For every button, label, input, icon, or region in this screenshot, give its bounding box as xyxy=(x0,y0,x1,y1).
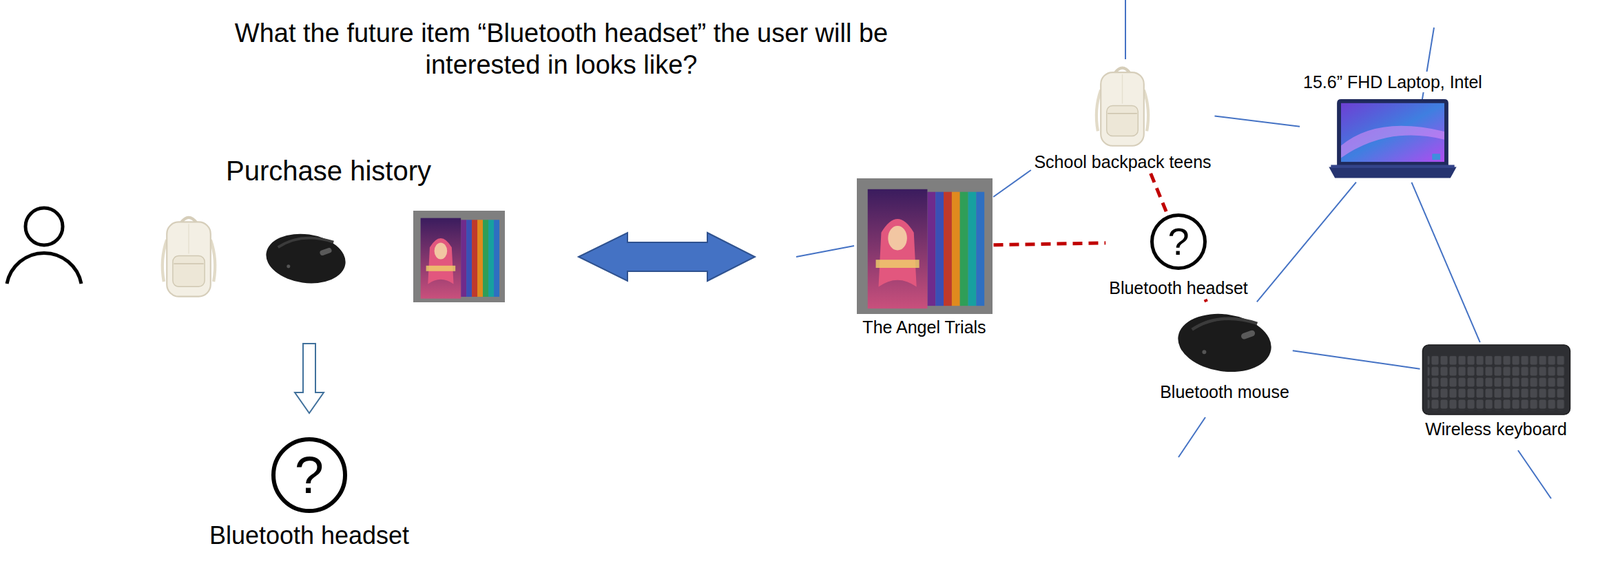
graph-link xyxy=(1292,350,1421,369)
double-arrow xyxy=(578,232,755,282)
predicted-link xyxy=(1150,173,1167,212)
unknown-item-node: ? Bluetooth headset xyxy=(1106,212,1251,299)
item-illustration xyxy=(1421,343,1572,417)
item-illustration xyxy=(856,178,993,315)
item-label: Bluetooth headset xyxy=(1106,277,1251,299)
item-node: The Angel Trials xyxy=(856,178,993,338)
item-node: Bluetooth mouse xyxy=(1157,303,1292,403)
item-picture xyxy=(1173,303,1276,379)
item-node: Wireless keyboard xyxy=(1421,343,1572,440)
question-mark: ? xyxy=(294,449,324,502)
predicted-link xyxy=(1205,299,1207,302)
item-picture xyxy=(856,178,993,315)
predicted-link xyxy=(993,243,1107,246)
item-illustration xyxy=(1326,95,1459,182)
item-label: Bluetooth mouse xyxy=(1157,381,1292,403)
section-label: Purchase history xyxy=(225,155,432,187)
question-circle: ? xyxy=(270,436,348,514)
item-illustration xyxy=(1173,303,1276,379)
item-picture xyxy=(1091,60,1153,149)
item-label: School backpack teens xyxy=(1031,151,1213,173)
item-illustration xyxy=(1091,60,1153,149)
graph-link xyxy=(1411,182,1480,343)
item-picture xyxy=(1326,95,1459,182)
item-node: 15.6” FHD Laptop, Intel xyxy=(1301,71,1485,182)
backpack-picture xyxy=(162,217,215,297)
item-label: The Angel Trials xyxy=(860,316,988,338)
item-label: 15.6” FHD Laptop, Intel xyxy=(1301,71,1485,93)
user-icon xyxy=(6,208,82,284)
question-mark: ? xyxy=(1167,222,1189,262)
unknown-item-node: ? Bluetooth headset xyxy=(207,436,412,551)
item-picture xyxy=(1421,343,1572,417)
question-circle: ? xyxy=(1149,212,1208,271)
item-label: Bluetooth headset xyxy=(207,520,412,551)
item-node: School backpack teens xyxy=(1031,60,1213,173)
item-label: Wireless keyboard xyxy=(1422,418,1570,440)
graph-link xyxy=(993,170,1032,197)
graph-link xyxy=(1214,116,1301,127)
mouse-picture xyxy=(263,229,350,289)
book-picture xyxy=(413,210,505,303)
diagram-title: What the future item “Bluetooth headset”… xyxy=(227,17,896,81)
graph-link xyxy=(1256,182,1357,303)
down-arrow xyxy=(294,343,324,414)
